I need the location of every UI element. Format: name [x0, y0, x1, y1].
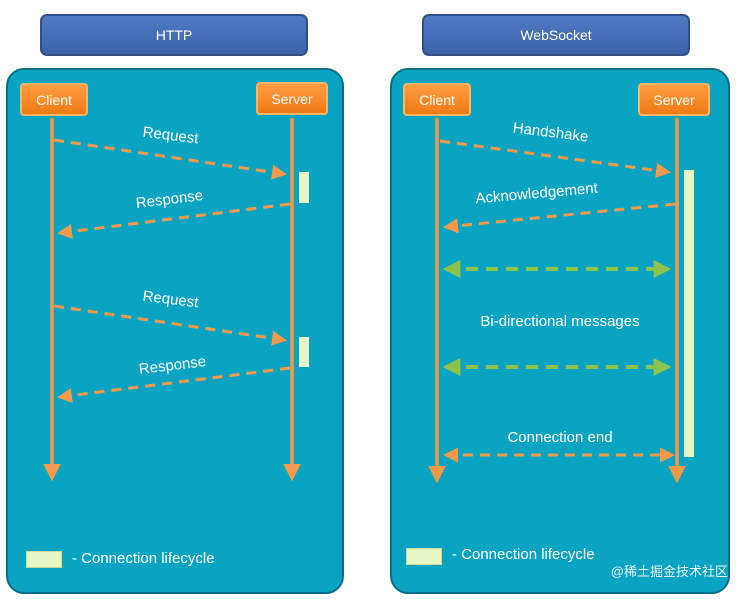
ws-server-label: Server — [653, 91, 695, 108]
websocket-title: WebSocket — [520, 27, 592, 43]
http-legend-swatch — [26, 551, 62, 568]
http-request-label: Request — [142, 288, 200, 312]
http-response-arrow — [57, 202, 291, 239]
ws-connection-end-label: Connection end — [507, 429, 612, 446]
ws-legend-swatch — [406, 548, 442, 565]
ws-legend-text: - Connection lifecycle — [452, 546, 595, 563]
websocket-header: WebSocket — [422, 14, 690, 56]
http-request-arrow — [53, 304, 287, 346]
ws-client-label: Client — [419, 91, 455, 108]
http-panel — [6, 68, 344, 594]
http-lifecycle-bar — [299, 337, 309, 367]
ws-handshake-arrow — [439, 139, 671, 178]
http-response-label: Response — [138, 353, 207, 378]
http-title: HTTP — [155, 27, 193, 43]
ws-handshake-label: Handshake — [512, 119, 589, 145]
websocket-panel — [390, 68, 730, 594]
ws-acknowledgement-label: Acknowledgement — [475, 180, 599, 208]
http-server-label: Server — [271, 90, 313, 107]
http-header: HTTP — [40, 14, 308, 56]
http-client-box: Client — [20, 83, 88, 116]
http-legend-text: - Connection lifecycle — [72, 550, 215, 567]
http-request-arrow — [53, 138, 287, 180]
http-request-label: Request — [142, 124, 200, 148]
http-response-label: Response — [135, 187, 204, 212]
http-lifecycle-bar — [299, 172, 309, 203]
http-response-arrow — [57, 366, 291, 403]
http-client-label: Client — [36, 91, 72, 108]
ws-lifecycle-bar — [684, 170, 694, 457]
http-server-box: Server — [256, 82, 328, 115]
ws-server-box: Server — [638, 83, 710, 116]
ws-acknowledgement-arrow — [443, 202, 676, 234]
ws-client-box: Client — [403, 83, 471, 116]
watermark: @稀土掘金技术社区 — [610, 564, 728, 579]
ws-bidirectional-label: Bi-directional messages — [480, 313, 639, 330]
